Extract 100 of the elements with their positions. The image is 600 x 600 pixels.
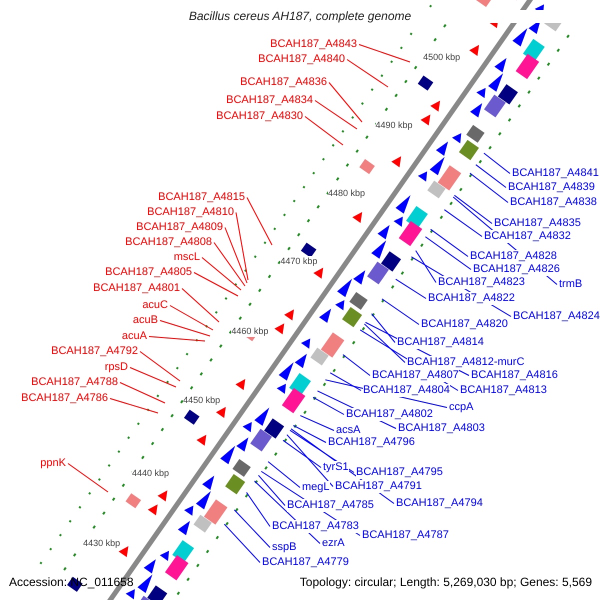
gene-label: BCAH187_A4779 bbox=[262, 556, 349, 569]
leader-line bbox=[68, 463, 108, 492]
leader-line bbox=[224, 227, 248, 284]
gene-label: BCAH187_A4813 bbox=[460, 384, 547, 397]
gene-label: BCAH187_A4807 bbox=[372, 369, 459, 382]
gene-label: BCAH187_A4808 bbox=[125, 236, 212, 249]
gene-label: BCAH187_A4783 bbox=[272, 520, 359, 533]
leader-line bbox=[194, 272, 238, 296]
leader-line bbox=[475, 164, 506, 188]
leader-line bbox=[444, 209, 482, 237]
leader-line bbox=[120, 382, 166, 404]
leader-line bbox=[312, 396, 344, 415]
gene-label: BCAH187_A4840 bbox=[258, 53, 345, 66]
leader-line bbox=[300, 415, 334, 431]
gene-label: BCAH187_A4814 bbox=[397, 336, 484, 349]
gene-label: BCAH187_A4805 bbox=[105, 266, 192, 279]
leader-line bbox=[292, 424, 326, 443]
leader-line bbox=[415, 250, 436, 283]
leader-line bbox=[342, 354, 370, 376]
leader-line bbox=[346, 59, 388, 88]
leader-line bbox=[236, 212, 248, 280]
gene-label: BCAH187_A4815 bbox=[158, 191, 245, 204]
leader-line bbox=[258, 474, 286, 506]
gene-label: sspB bbox=[272, 541, 296, 554]
leader-line bbox=[246, 197, 272, 246]
gene-label: BCAH187_A4828 bbox=[470, 250, 557, 263]
leader-line bbox=[234, 509, 270, 548]
scale-label: 4500 kbp bbox=[423, 52, 460, 63]
scale-label: 4480 kbp bbox=[328, 188, 365, 199]
leader-line bbox=[246, 492, 270, 527]
scale-label: 4470 kbp bbox=[280, 256, 318, 267]
leader-line bbox=[454, 194, 492, 224]
gene-label: BCAH187_A4804 bbox=[363, 384, 450, 397]
gene-label: BCAH187_A4843 bbox=[270, 38, 357, 51]
gene-label: BCAH187_A4792 bbox=[51, 345, 138, 358]
leader-line bbox=[140, 351, 180, 382]
leader-line bbox=[371, 313, 396, 343]
gene-label: ppnK bbox=[40, 457, 66, 470]
gene-label: BCAH187_A4841 bbox=[512, 167, 599, 180]
gene-label: megL bbox=[302, 481, 330, 494]
gene-label: BCAH187_A4786 bbox=[21, 392, 108, 405]
gene-label: BCAH187_A4785 bbox=[287, 499, 374, 512]
leader-line bbox=[381, 298, 420, 325]
gene-label: BCAH187_A4832 bbox=[484, 230, 571, 243]
leader-line bbox=[130, 367, 176, 388]
gene-label: BCAH187_A4839 bbox=[508, 181, 595, 194]
gene-label: BCAH187_A4801 bbox=[93, 282, 180, 295]
gene-label: BCAH187_A4803 bbox=[398, 422, 485, 435]
leader-line bbox=[358, 44, 410, 62]
leader-line bbox=[304, 116, 344, 146]
scale-label: 4460 kbp bbox=[231, 326, 268, 337]
leader-line bbox=[268, 461, 300, 488]
leader-line bbox=[170, 305, 214, 330]
leader-line bbox=[286, 434, 334, 487]
leader-line bbox=[110, 398, 158, 414]
leader-line bbox=[148, 336, 206, 342]
gene-label: BCAH187_A4830 bbox=[216, 110, 303, 123]
gene-label: BCAH187_A4836 bbox=[240, 76, 327, 89]
scale-label: 4430 kbp bbox=[83, 538, 120, 549]
gene-label: BCAH187_A4794 bbox=[396, 497, 483, 510]
gene-label: BCAH187_A4810 bbox=[147, 206, 234, 219]
leader-line bbox=[202, 257, 242, 290]
gene-label: BCAH187_A4820 bbox=[421, 318, 508, 331]
gene-label: BCAH187_A4802 bbox=[346, 408, 433, 421]
leader-line bbox=[395, 278, 426, 299]
gene-label: BCAH187_A4823 bbox=[438, 276, 525, 289]
gene-label: BCAH187_A4838 bbox=[510, 196, 597, 209]
gene-label: BCAH187_A4791 bbox=[335, 480, 422, 493]
leader-line bbox=[469, 172, 508, 203]
gene-label: BCAH187_A4796 bbox=[328, 436, 415, 449]
leader-line bbox=[364, 323, 406, 363]
gene-label: ccpA bbox=[449, 401, 474, 414]
gene-label: BCAH187_A4788 bbox=[31, 376, 118, 389]
scale-label: 4440 kbp bbox=[132, 468, 170, 479]
gene-label: BCAH187_A4824 bbox=[513, 310, 600, 323]
leader-line bbox=[430, 228, 468, 257]
leader-line bbox=[330, 372, 362, 391]
gene-label: BCAH187_A4834 bbox=[226, 94, 313, 107]
gene-label: BCAH187_A4826 bbox=[473, 263, 560, 276]
gene-label: BCAH187_A4816 bbox=[471, 369, 558, 382]
leader-line bbox=[314, 100, 358, 130]
gene-label: rpsD bbox=[104, 361, 128, 374]
gene-label: BCAH187_A4795 bbox=[356, 466, 443, 479]
leader-line bbox=[424, 236, 472, 270]
gene-label: tyrS1 bbox=[323, 461, 349, 474]
leader-line bbox=[182, 288, 220, 322]
leader-line bbox=[483, 152, 510, 174]
gene-label: BCAH187_A4809 bbox=[136, 221, 223, 234]
gene-label: BCAH187_A4835 bbox=[494, 217, 581, 230]
gene-label: BCAH187_A4787 bbox=[362, 529, 449, 542]
leader-line bbox=[224, 524, 260, 563]
leader-line bbox=[328, 82, 362, 122]
leader-line bbox=[282, 440, 322, 468]
leader-line bbox=[214, 242, 246, 286]
gene-label: BCAH187_A4822 bbox=[428, 292, 515, 305]
gene-label: BCAH187_A4812-murC bbox=[407, 356, 524, 369]
scale-label: 4490 kbp bbox=[376, 120, 413, 131]
leader-line bbox=[160, 320, 210, 336]
genome-summary-text: Topology: circular; Length: 5,269,030 bp; Genes: 5,569 bbox=[300, 576, 592, 589]
scale-label: 4450 kbp bbox=[183, 395, 220, 406]
